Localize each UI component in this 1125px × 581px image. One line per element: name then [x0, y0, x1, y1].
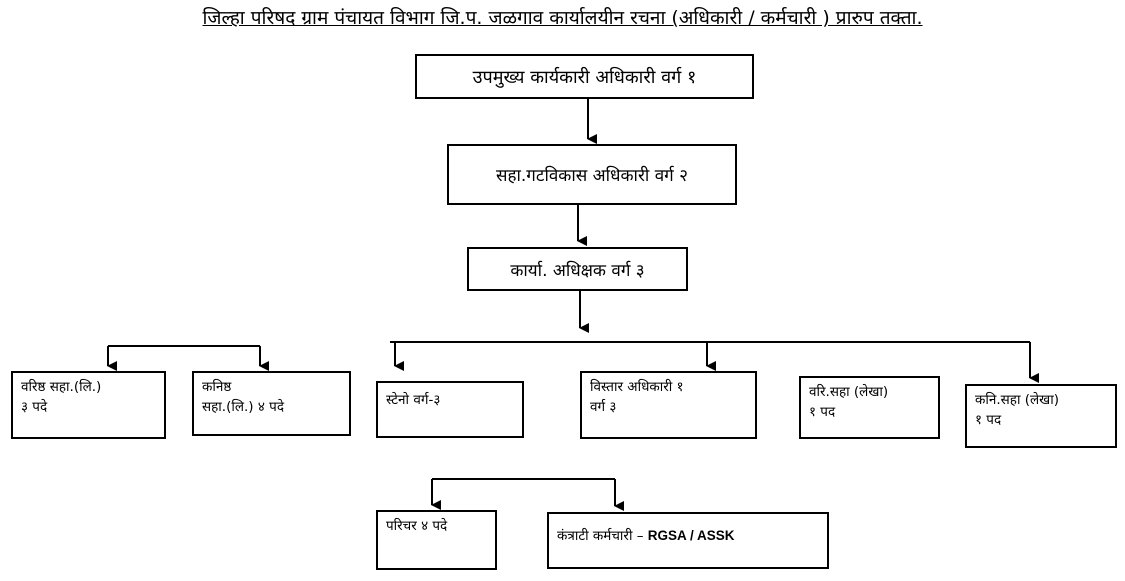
node-junior-asst-accounts-line1: कनि.सहा (लेखा) — [975, 392, 1059, 408]
node-attendant: परिचर ४ पदे — [376, 510, 497, 570]
node-senior-asst: वरिष्ठ सहा.(लि.) ३ पदे — [11, 371, 166, 439]
node-junior-asst-line2: सहा.(लि.) ४ पदे — [202, 398, 284, 415]
node-contract-staff-bold: RGSA / ASSK — [647, 528, 735, 543]
node-extension-officer: विस्तार अधिकारी १ वर्ग ३ — [580, 371, 757, 439]
node-dy-ceo-label: उपमुख्य कार्यकारी अधिकारी वर्ग १ — [472, 66, 697, 88]
node-asst-bdo: सहा.गटविकास अधिकारी वर्ग २ — [447, 144, 737, 205]
node-senior-asst-accounts-line1: वरि.सहा (लेखा) — [809, 384, 889, 400]
node-contract-staff: कंत्राटी कर्मचारी – RGSA / ASSK — [547, 512, 829, 569]
node-steno: स्टेनो वर्ग-३ — [376, 381, 524, 438]
node-extension-officer-line2: वर्ग ३ — [590, 398, 617, 415]
node-senior-asst-accounts-line2: १ पद — [809, 403, 836, 420]
node-junior-asst-accounts-line2: १ पद — [975, 411, 1002, 428]
node-office-supt: कार्या. अधिक्षक वर्ग ३ — [467, 247, 688, 291]
node-attendant-line1: परिचर ४ पदे — [386, 518, 448, 534]
node-asst-bdo-label: सहा.गटविकास अधिकारी वर्ग २ — [495, 166, 688, 186]
node-senior-asst-line1: वरिष्ठ सहा.(लि.) — [21, 379, 102, 395]
node-senior-asst-line2: ३ पदे — [21, 398, 48, 415]
node-junior-asst-line1: कनिष्ठ — [202, 379, 232, 395]
node-office-supt-label: कार्या. अधिक्षक वर्ग ३ — [510, 260, 645, 281]
node-junior-asst-accounts: कनि.सहा (लेखा) १ पद — [965, 384, 1117, 448]
node-dy-ceo: उपमुख्य कार्यकारी अधिकारी वर्ग १ — [415, 54, 754, 99]
node-contract-staff-prefix: कंत्राटी कर्मचारी – — [557, 528, 648, 544]
node-extension-officer-line1: विस्तार अधिकारी १ — [590, 379, 684, 395]
node-senior-asst-accounts: वरि.सहा (लेखा) १ पद — [799, 376, 940, 439]
node-steno-line1: स्टेनो वर्ग-३ — [386, 392, 441, 408]
chart-title: जिल्हा परिषद ग्राम पंचायत विभाग जि.प. जळ… — [202, 7, 923, 29]
node-junior-asst: कनिष्ठ सहा.(लि.) ४ पदे — [192, 371, 351, 436]
